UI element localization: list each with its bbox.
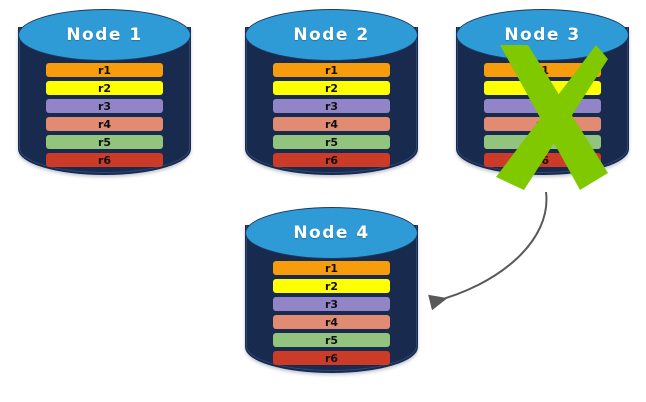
- data-row-r6: r6: [273, 351, 390, 365]
- data-row-r4: r4: [273, 117, 390, 131]
- data-row-r2: r2: [273, 279, 390, 293]
- data-row-r5: r5: [273, 135, 390, 149]
- data-row-r6: r6: [484, 153, 601, 167]
- row-stack: r1 r2 r3 r4 r5 r6: [273, 261, 390, 365]
- data-row-r1: r1: [46, 63, 163, 77]
- data-row-r5: r5: [46, 135, 163, 149]
- data-row-r4: r4: [46, 117, 163, 131]
- data-row-r2: r2: [273, 81, 390, 95]
- data-row-r6: r6: [46, 153, 163, 167]
- data-row-r4: r4: [484, 117, 601, 131]
- data-row-r3: r3: [273, 297, 390, 311]
- data-row-r2: r2: [484, 81, 601, 95]
- row-stack: r1 r2 r3 r4 r5 r6: [46, 63, 163, 167]
- data-row-r2: r2: [46, 81, 163, 95]
- data-row-r5: r5: [484, 135, 601, 149]
- data-row-r4: r4: [273, 315, 390, 329]
- cylinder-top-ellipse: [456, 9, 629, 61]
- data-row-r3: r3: [273, 99, 390, 113]
- row-stack: r1 r2 r3 r4 r5 r6: [484, 63, 601, 167]
- cylinder-top-ellipse: [245, 207, 418, 259]
- data-row-r3: r3: [484, 99, 601, 113]
- data-row-r1: r1: [484, 63, 601, 77]
- cylinder-top-ellipse: [18, 9, 191, 61]
- cylinder-top-ellipse: [245, 9, 418, 61]
- row-stack: r1 r2 r3 r4 r5 r6: [273, 63, 390, 167]
- data-row-r1: r1: [273, 261, 390, 275]
- data-row-r6: r6: [273, 153, 390, 167]
- data-row-r1: r1: [273, 63, 390, 77]
- data-row-r5: r5: [273, 333, 390, 347]
- arrow-path: [428, 191, 548, 311]
- data-row-r3: r3: [46, 99, 163, 113]
